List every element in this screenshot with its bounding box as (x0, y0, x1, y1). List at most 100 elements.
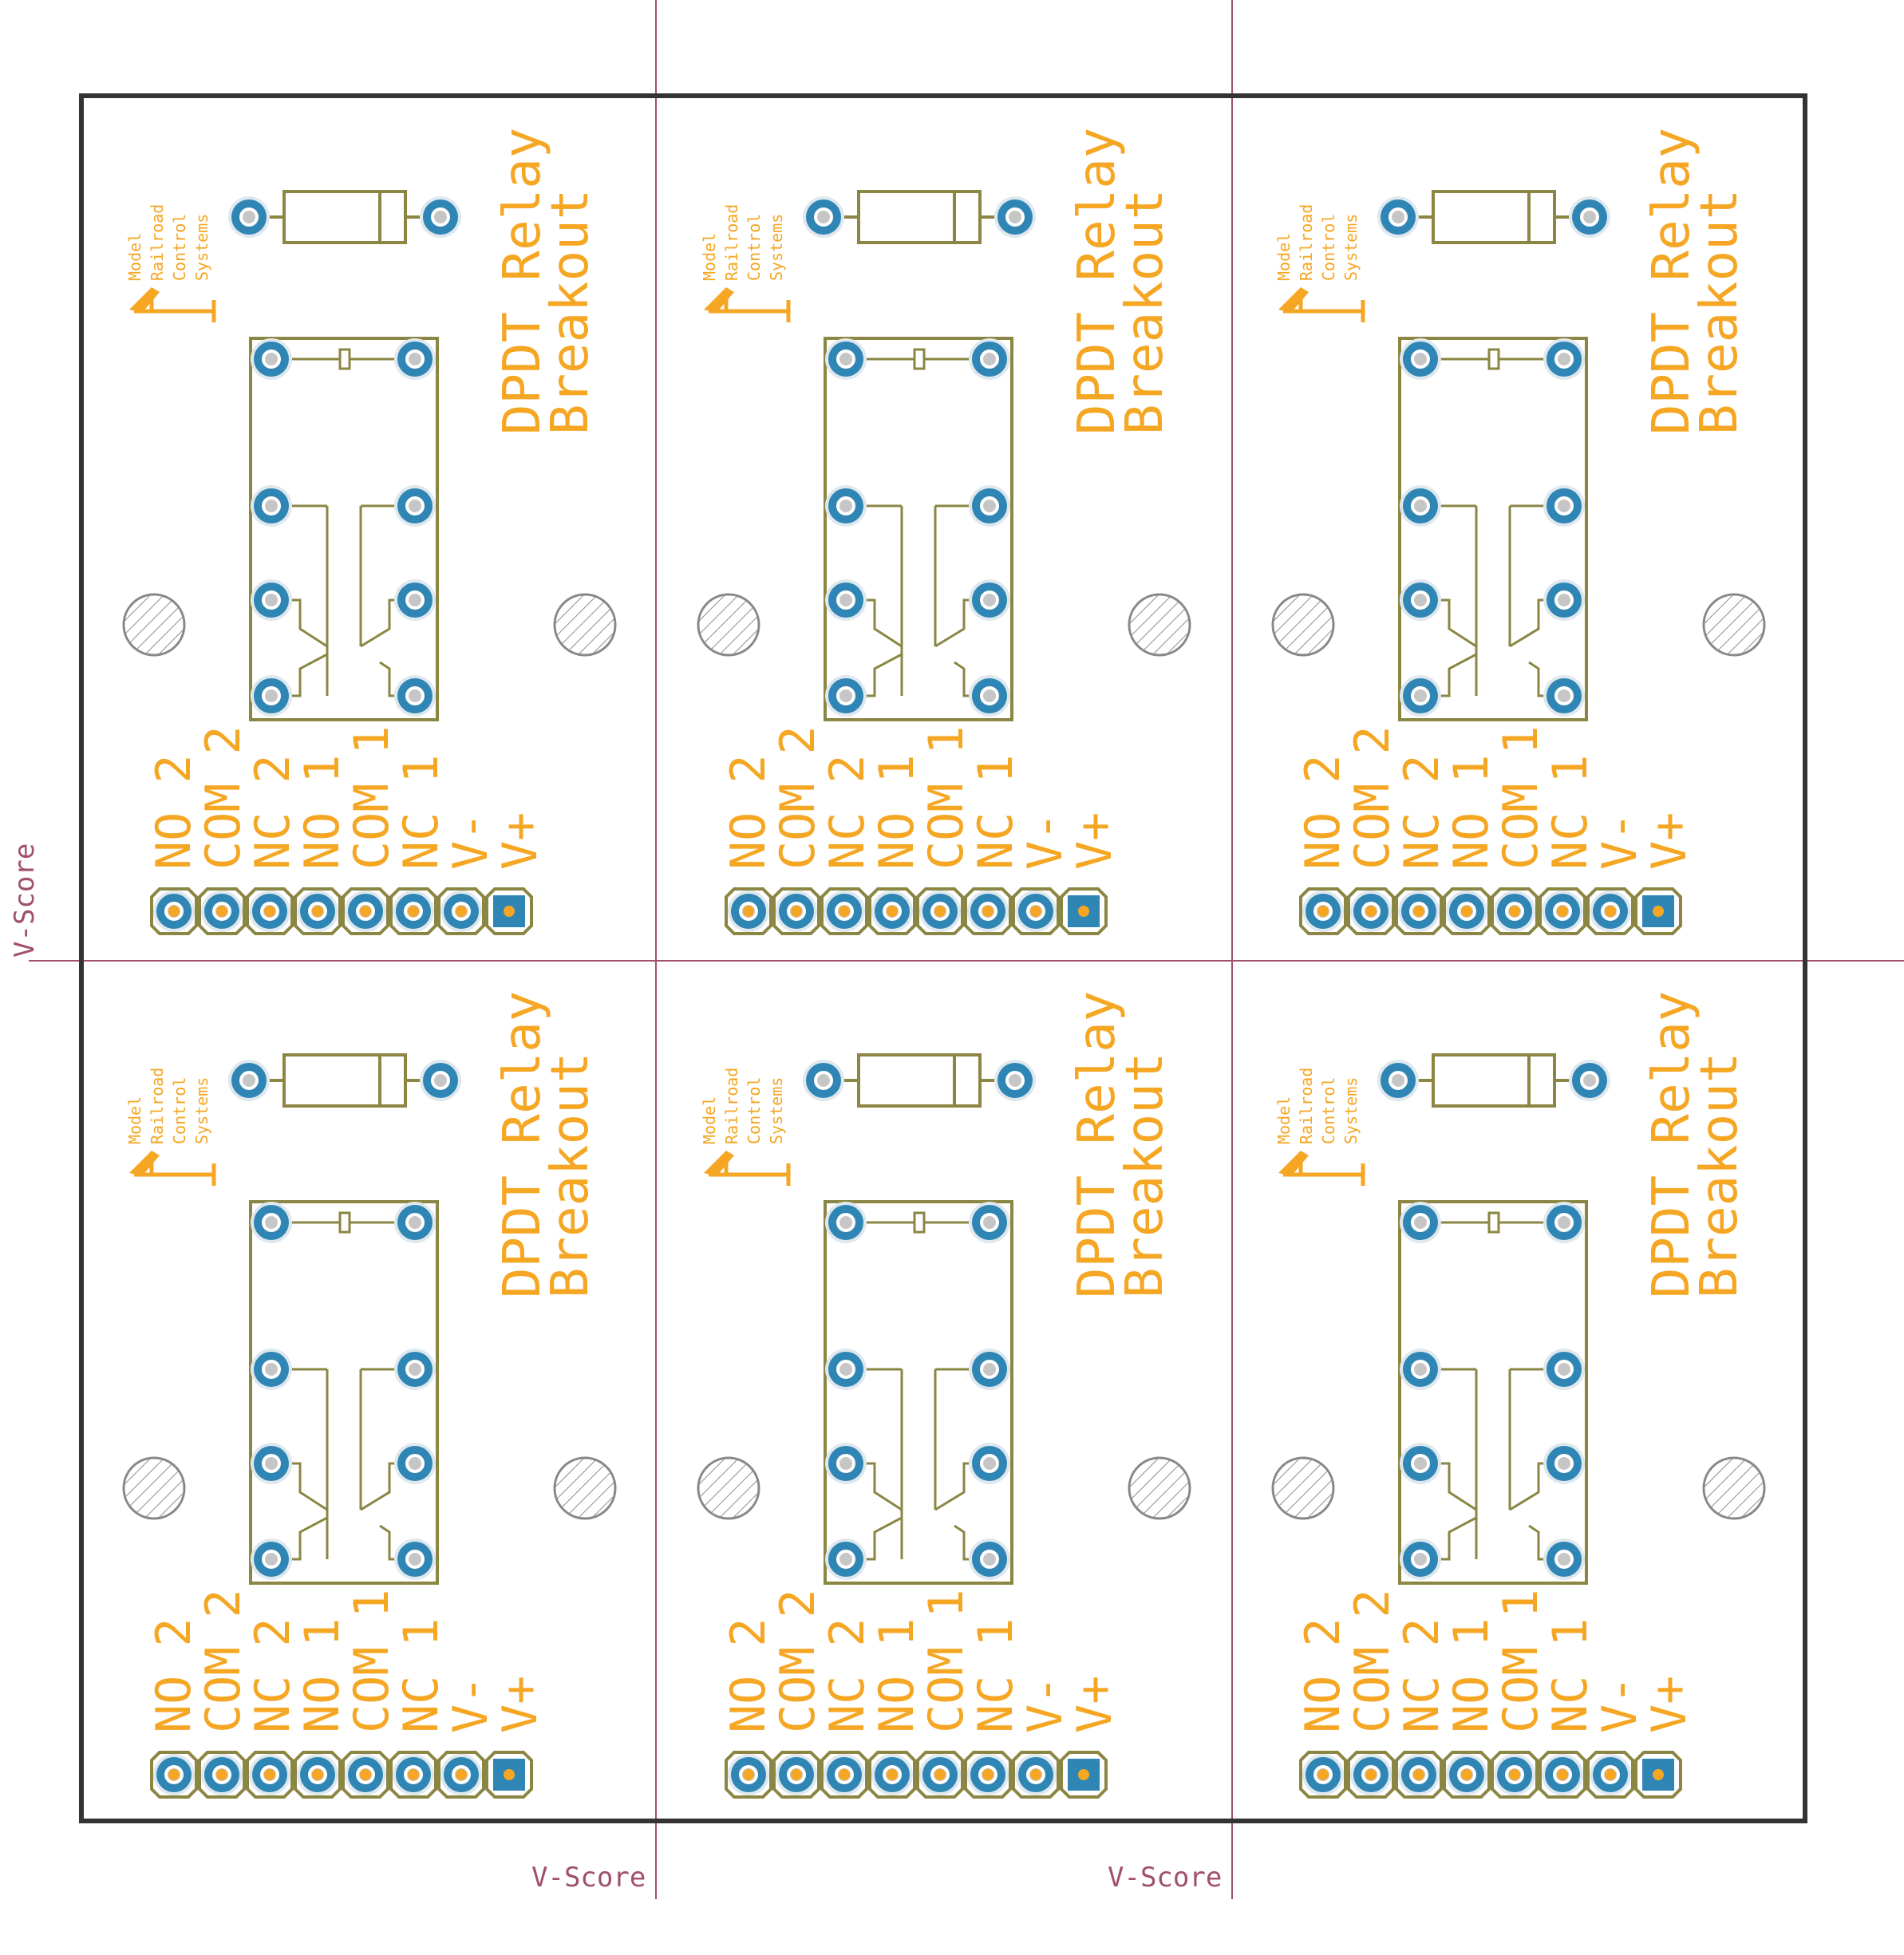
header-pin-outline (964, 887, 1012, 935)
header-pin-outline (1539, 887, 1586, 935)
logo-text-systems: Systems (767, 214, 786, 281)
header-pin-outline (342, 887, 389, 935)
relay-pad-5-drill-core (839, 1457, 852, 1470)
pin-label-1: COM 2 (770, 725, 826, 870)
mounting-hole-hatch (124, 1459, 184, 1518)
diode-pad-cathode-drill-core (1009, 211, 1021, 223)
board-title-line2: Breakout (1116, 189, 1175, 435)
pin-label-3: NO 1 (294, 1618, 350, 1734)
pin-label-5: NC 1 (1543, 755, 1598, 871)
header-pin-outline (150, 1751, 198, 1799)
header-pin-dot (456, 906, 467, 917)
pin-header-footprint (1299, 887, 1682, 935)
header-pin-outline (964, 1751, 1012, 1799)
header-pin-outline (1012, 1751, 1060, 1799)
header-pin-outline (485, 1751, 533, 1799)
pin-label-7: V+ (492, 812, 548, 870)
header-pin-dot (982, 1769, 993, 1780)
relay-pad-6-drill-core (1558, 1457, 1570, 1470)
pin-label-6: V- (1017, 1676, 1073, 1733)
logo-text-railroad: Railroad (1297, 1068, 1316, 1144)
pin-label-1: COM 2 (196, 1589, 251, 1733)
relay-footprint (824, 1200, 1013, 1585)
relay-pad-6-drill-core (983, 1457, 996, 1470)
header-pin-dot (216, 1769, 227, 1780)
header-pin-outline (1060, 887, 1108, 935)
header-pin-dot (1317, 906, 1329, 917)
relay-pad-6-drill-core (1558, 594, 1570, 606)
logo-text-systems: Systems (767, 1077, 786, 1144)
board-title-line2: Breakout (541, 1053, 600, 1298)
pin-label-2: NC 2 (245, 755, 301, 871)
pin-label-5: NC 1 (393, 1618, 449, 1734)
pad-group (728, 1060, 1100, 1795)
pin-label-3: NO 1 (869, 1618, 925, 1734)
header-pin-outline (1347, 1751, 1395, 1799)
header-pin-outline (150, 887, 198, 935)
relay-pad-8-drill-core (1558, 689, 1570, 702)
breakout-cell-6: Model Railroad Control Systems DPDT Rela… (1271, 991, 1766, 1799)
header-pin-outline (1395, 887, 1443, 935)
pin-label-5: NC 1 (968, 1618, 1024, 1734)
header-pin-dot (1557, 1769, 1568, 1780)
header-pin-dot (264, 1769, 275, 1780)
railroad-signal-icon (1278, 1151, 1365, 1186)
relay-pad-7-drill-core (1414, 1553, 1427, 1566)
header-pin-outline (868, 887, 916, 935)
header-pin-outline (198, 1751, 246, 1799)
header-pin-outline (868, 1751, 916, 1799)
header-pin-outline (1491, 887, 1539, 935)
pin-label-7: V+ (1641, 812, 1697, 870)
relay-pad-6-drill-core (409, 594, 421, 606)
header-pin-outline (820, 887, 868, 935)
vscore-label-left: V-Score (9, 843, 41, 958)
breakout-cell-4: Model Railroad Control Systems DPDT Rela… (122, 991, 617, 1799)
header-pin-outline (916, 887, 964, 935)
pin-label-1: COM 2 (1345, 725, 1400, 870)
header-pin-dot (1653, 906, 1664, 917)
pin-label-4: COM 1 (1493, 1589, 1549, 1733)
relay-footprint (1398, 337, 1588, 721)
logo-text-model: Model (700, 1096, 719, 1144)
pin-label-4: COM 1 (918, 725, 974, 870)
header-pin-dot (743, 906, 754, 917)
header-pin-dot (1509, 906, 1520, 917)
pin-label-6: V- (443, 1676, 499, 1733)
header-pin-dot (168, 906, 180, 917)
header-pin-outline (389, 1751, 437, 1799)
relay-pad-1-drill-core (1414, 1216, 1427, 1229)
pin-label-0: NO 2 (721, 755, 776, 871)
header-pin-outline (485, 887, 533, 935)
header-pin-dot (1365, 906, 1377, 917)
header-pin-outline (1634, 887, 1682, 935)
relay-pad-3-drill-core (839, 500, 852, 512)
pin-label-2: NC 2 (245, 1618, 301, 1734)
pin-label-1: COM 2 (770, 1589, 826, 1733)
board-outline (79, 93, 1807, 1823)
relay-pad-1-drill-core (265, 1216, 278, 1229)
relay-pad-4-drill-core (983, 500, 996, 512)
logo-text-railroad: Railroad (722, 204, 741, 281)
header-pin-dot (360, 906, 371, 917)
header-pin-outline (820, 1751, 868, 1799)
header-pin-outline (1491, 1751, 1539, 1799)
breakout-cell-1: Model Railroad Control Systems DPDT Rela… (122, 128, 617, 935)
relay-footprint (249, 337, 439, 721)
relay-pad-3-drill-core (1414, 500, 1427, 512)
pin-label-3: NO 1 (1444, 755, 1499, 871)
diode-icon (1412, 190, 1572, 244)
header-pin-outline (437, 1751, 485, 1799)
header-pin-dot (1413, 906, 1424, 917)
relay-pad-3-drill-core (1414, 1363, 1427, 1376)
diode-pad-anode-drill-core (817, 211, 830, 223)
header-pin-dot (934, 1769, 946, 1780)
header-pin-outline (1443, 887, 1491, 935)
logo-text-control: Control (1319, 1077, 1338, 1144)
railroad-signal-icon (1278, 287, 1365, 322)
pin-label-4: COM 1 (918, 1589, 974, 1733)
relay-pad-8-drill-core (409, 1553, 421, 1566)
relay-pad-5-drill-core (265, 594, 278, 606)
logo-text-systems: Systems (192, 1077, 211, 1144)
